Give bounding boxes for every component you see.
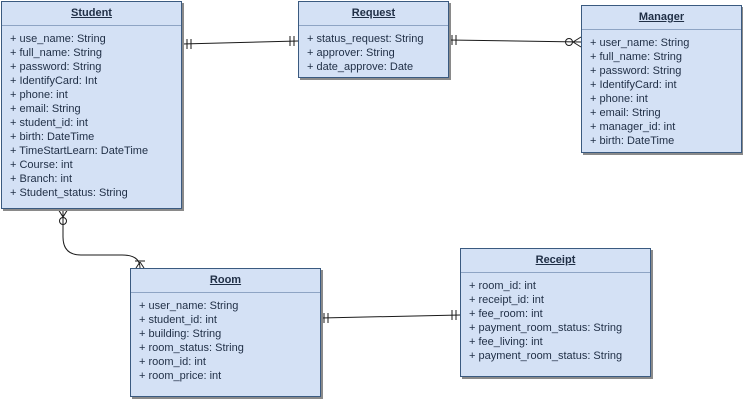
- attribute: + building: String: [139, 328, 222, 340]
- cardinality-one-and-only-one: [186, 39, 192, 49]
- attribute-list: + use_name: String + full_name: String +…: [2, 26, 181, 200]
- connector-line: [448, 39, 582, 43]
- attribute: + birth: DateTime: [10, 131, 95, 143]
- divider: [299, 25, 448, 26]
- entity-title: Manager: [638, 11, 685, 23]
- attribute: + user_name: String: [590, 37, 690, 49]
- entity-room[interactable]: Room + user_name: String + student_id: i…: [130, 268, 321, 397]
- attribute: + date_approve: Date: [307, 61, 414, 73]
- attribute: + TimeStartLearn: DateTime: [10, 145, 149, 157]
- attribute: + email: String: [10, 103, 81, 115]
- cardinality-zero-or-many: [57, 208, 69, 225]
- cardinality-one-and-only-one: [289, 36, 295, 46]
- attribute: + payment_room_status: String: [469, 322, 623, 334]
- attribute: + fee_room: int: [469, 308, 543, 320]
- attribute: + student_id: int: [10, 117, 88, 129]
- attribute: + password: String: [590, 65, 682, 77]
- attribute: + payment_room_status: String: [469, 350, 623, 362]
- attribute: + full_name: String: [590, 51, 683, 63]
- entity-manager[interactable]: Manager + user_name: String + full_name:…: [581, 5, 742, 153]
- attribute: + phone: int: [10, 89, 68, 101]
- attribute: + Course: int: [10, 159, 73, 171]
- attribute: + room_id: int: [139, 356, 206, 368]
- attribute: + manager_id: int: [590, 121, 676, 133]
- attribute: + student_id: int: [139, 314, 217, 326]
- attribute: + approver: String: [307, 47, 395, 59]
- attribute: + phone: int: [590, 93, 648, 105]
- cardinality-zero-or-many: [565, 36, 582, 48]
- attribute: + IdentifyCard: Int: [10, 75, 98, 87]
- cardinality-one-and-only-one: [451, 310, 457, 320]
- attribute: + full_name: String: [10, 47, 103, 59]
- entity-title: Room: [209, 274, 242, 286]
- attribute: + birth: DateTime: [590, 135, 675, 147]
- connector-line: [320, 314, 461, 319]
- attribute: + fee_living: int: [469, 336, 543, 348]
- attribute: + room_id: int: [469, 280, 536, 292]
- entity-student[interactable]: Student + use_name: String + full_name: …: [1, 1, 182, 209]
- entity-receipt[interactable]: Receipt + room_id: int + receipt_id: int…: [460, 248, 651, 377]
- attribute: + Branch: int: [10, 173, 73, 185]
- attribute-list: + user_name: String + full_name: String …: [582, 30, 741, 148]
- relationship-student-room: [57, 208, 145, 269]
- attribute-list: + user_name: String + student_id: int + …: [131, 293, 320, 383]
- divider: [131, 292, 320, 293]
- attribute: + room_status: String: [139, 342, 244, 354]
- cardinality-one-or-many: [135, 260, 145, 269]
- relationship-request-manager: [448, 35, 582, 48]
- connector-line: [181, 40, 299, 45]
- entity-title: Receipt: [535, 254, 576, 266]
- attribute-list: + room_id: int + receipt_id: int + fee_r…: [461, 273, 650, 363]
- attribute: + password: String: [10, 61, 102, 73]
- divider: [2, 25, 181, 26]
- divider: [461, 272, 650, 273]
- entity-title: Request: [351, 7, 396, 19]
- attribute: + use_name: String: [10, 33, 106, 45]
- divider: [582, 29, 741, 30]
- attribute: + room_price: int: [139, 370, 222, 382]
- attribute: + status_request: String: [307, 33, 424, 45]
- relationship-student-request: [181, 36, 299, 49]
- attribute: + user_name: String: [139, 300, 239, 312]
- cardinality-one-and-only-one: [323, 313, 329, 323]
- cardinality-one-and-only-one: [451, 35, 457, 45]
- attribute: + email: String: [590, 107, 661, 119]
- attribute: + Student_status: String: [10, 187, 128, 199]
- entity-request[interactable]: Request + status_request: String + appro…: [298, 1, 449, 78]
- relationship-room-receipt: [320, 310, 461, 323]
- attribute: + IdentifyCard: int: [590, 79, 677, 91]
- attribute: + receipt_id: int: [469, 294, 544, 306]
- connector-line: [62, 209, 141, 269]
- entity-title: Student: [71, 7, 112, 19]
- attribute-list: + status_request: String + approver: Str…: [299, 26, 448, 74]
